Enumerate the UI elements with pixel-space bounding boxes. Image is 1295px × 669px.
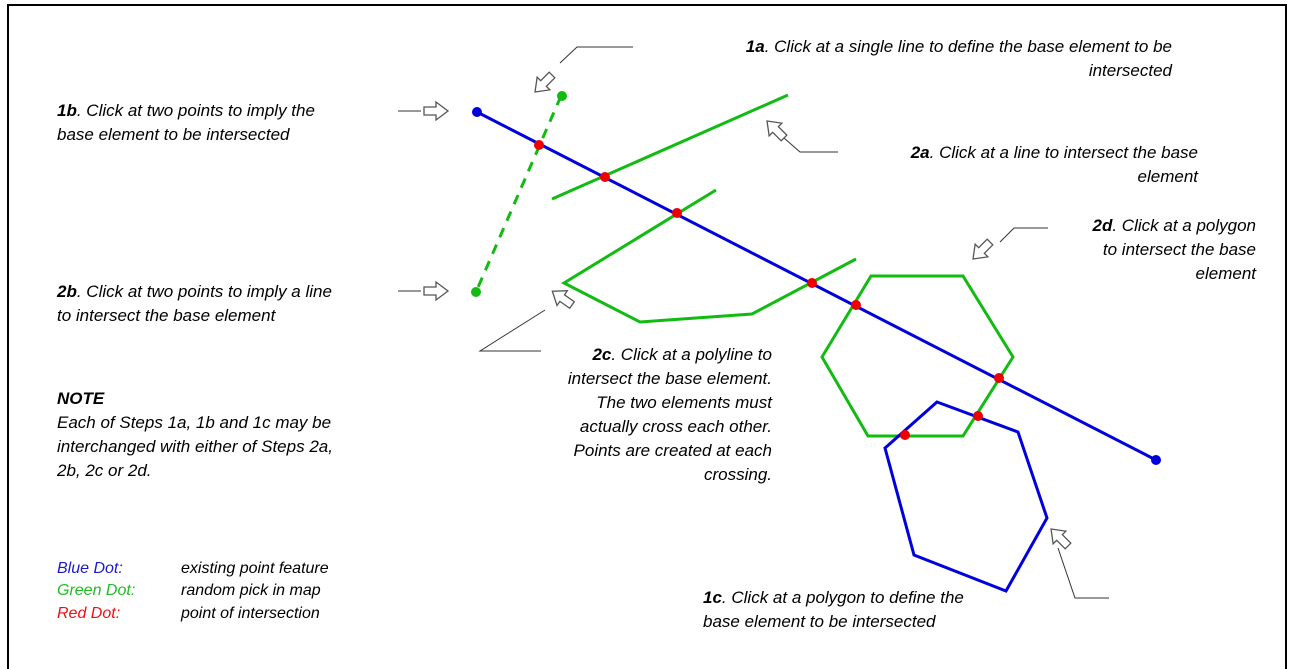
leader-2c [478,309,546,352]
annotation-1b: 1b. Click at two points to imply the bas… [57,101,315,144]
green-dashed-implied-line [474,95,563,293]
annotation-1a: 1a. Click at a single line to define the… [745,37,1172,80]
red-dot [851,300,861,310]
legend-key-blue: Blue Dot: [57,560,123,577]
arrow-icon-1c [1044,522,1076,554]
legend-key-red: Red Dot: [57,605,121,622]
diagram-frame [7,4,1287,669]
legend-key-green: Green Dot: [57,582,136,599]
annotation-1c: 1c. Click at a polygon to define the bas… [703,588,964,631]
blue-base-line [476,110,1157,462]
leader-2a [783,137,838,153]
legend-desc-blue: existing point feature [181,560,329,577]
annotation-2c: 2c. Click at a polyline to intersect the… [567,345,772,484]
note-block: NOTE Each of Steps 1a, 1b and 1c may be … [57,389,333,480]
legend-green: Green Dot: random pick in map [57,580,321,602]
red-dot [600,172,610,182]
note-title: NOTE [57,389,105,408]
annotation-2d: 2d. Click at a polygon to intersect the … [1092,216,1256,283]
arrow-icon-1b [423,101,449,121]
legend-blue: Blue Dot: existing point feature [57,558,329,580]
leader-1c [1057,547,1109,599]
green-line-2a [551,93,789,201]
annotation-2b: 2b. Click at two points to imply a line … [57,282,332,325]
blue-dot [472,107,482,117]
leader-1a [559,46,633,64]
blue-polygon-1c [883,400,1049,593]
annotation-2a: 2a. Click at a line to intersect the bas… [910,143,1198,186]
legend-desc-green: random pick in map [181,582,321,599]
red-dot [807,278,817,288]
leader-2d [999,227,1048,243]
green-polyline-2c [560,188,857,324]
arrow-icon-2d [966,234,998,266]
legend-red: Red Dot: point of intersection [57,603,320,625]
red-dot [534,140,544,150]
green-polygon-2d [820,274,1015,438]
legend-desc-red: point of intersection [181,605,320,622]
red-dot [672,208,682,218]
green-dot [471,287,481,297]
red-dot [900,430,910,440]
red-dot [994,373,1004,383]
red-dot [973,411,983,421]
arrow-icon-2b [423,281,449,301]
blue-dot [1151,455,1161,465]
green-dot [557,91,567,101]
arrow-icon-1a [528,67,560,99]
